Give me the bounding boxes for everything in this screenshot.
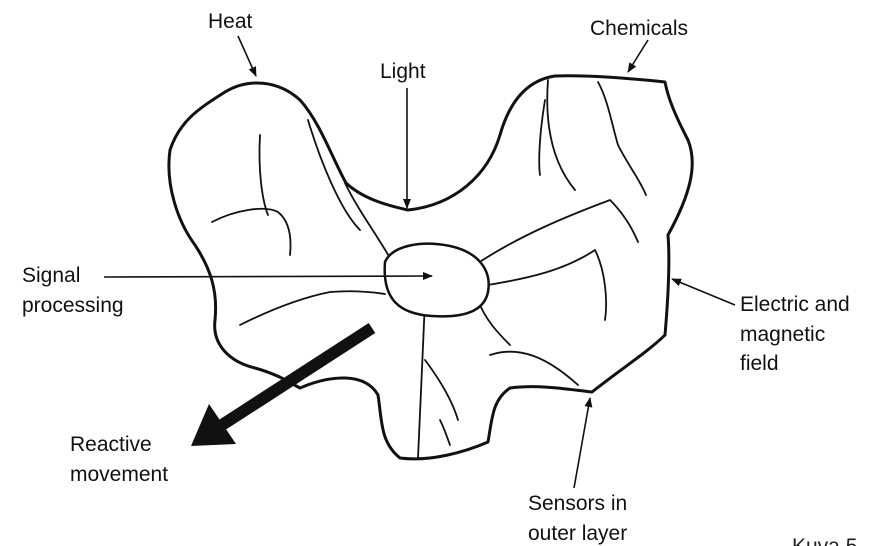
label-movement: movement xyxy=(70,463,168,486)
label-light: Light xyxy=(380,60,426,83)
label-heat: Heat xyxy=(208,10,253,33)
label-outer-layer: outer layer xyxy=(528,522,627,545)
signal-processing-nucleus xyxy=(385,244,489,317)
heat-arrow xyxy=(238,36,256,76)
electric-field-arrow xyxy=(672,279,735,305)
label-electric-and: Electric and xyxy=(740,293,850,316)
figure-caption: Kuva 5 xyxy=(792,535,857,546)
sensors-arrow xyxy=(574,398,590,488)
label-chemicals: Chemicals xyxy=(590,17,688,40)
label-processing: processing xyxy=(22,294,124,317)
label-sensors-in: Sensors in xyxy=(528,492,627,515)
signal-processing-arrow xyxy=(104,276,432,277)
label-field: field xyxy=(740,352,779,375)
chemicals-arrow xyxy=(628,40,648,72)
label-signal: Signal xyxy=(22,264,80,287)
label-magnetic: magnetic xyxy=(740,323,825,346)
label-reactive: Reactive xyxy=(70,433,152,456)
